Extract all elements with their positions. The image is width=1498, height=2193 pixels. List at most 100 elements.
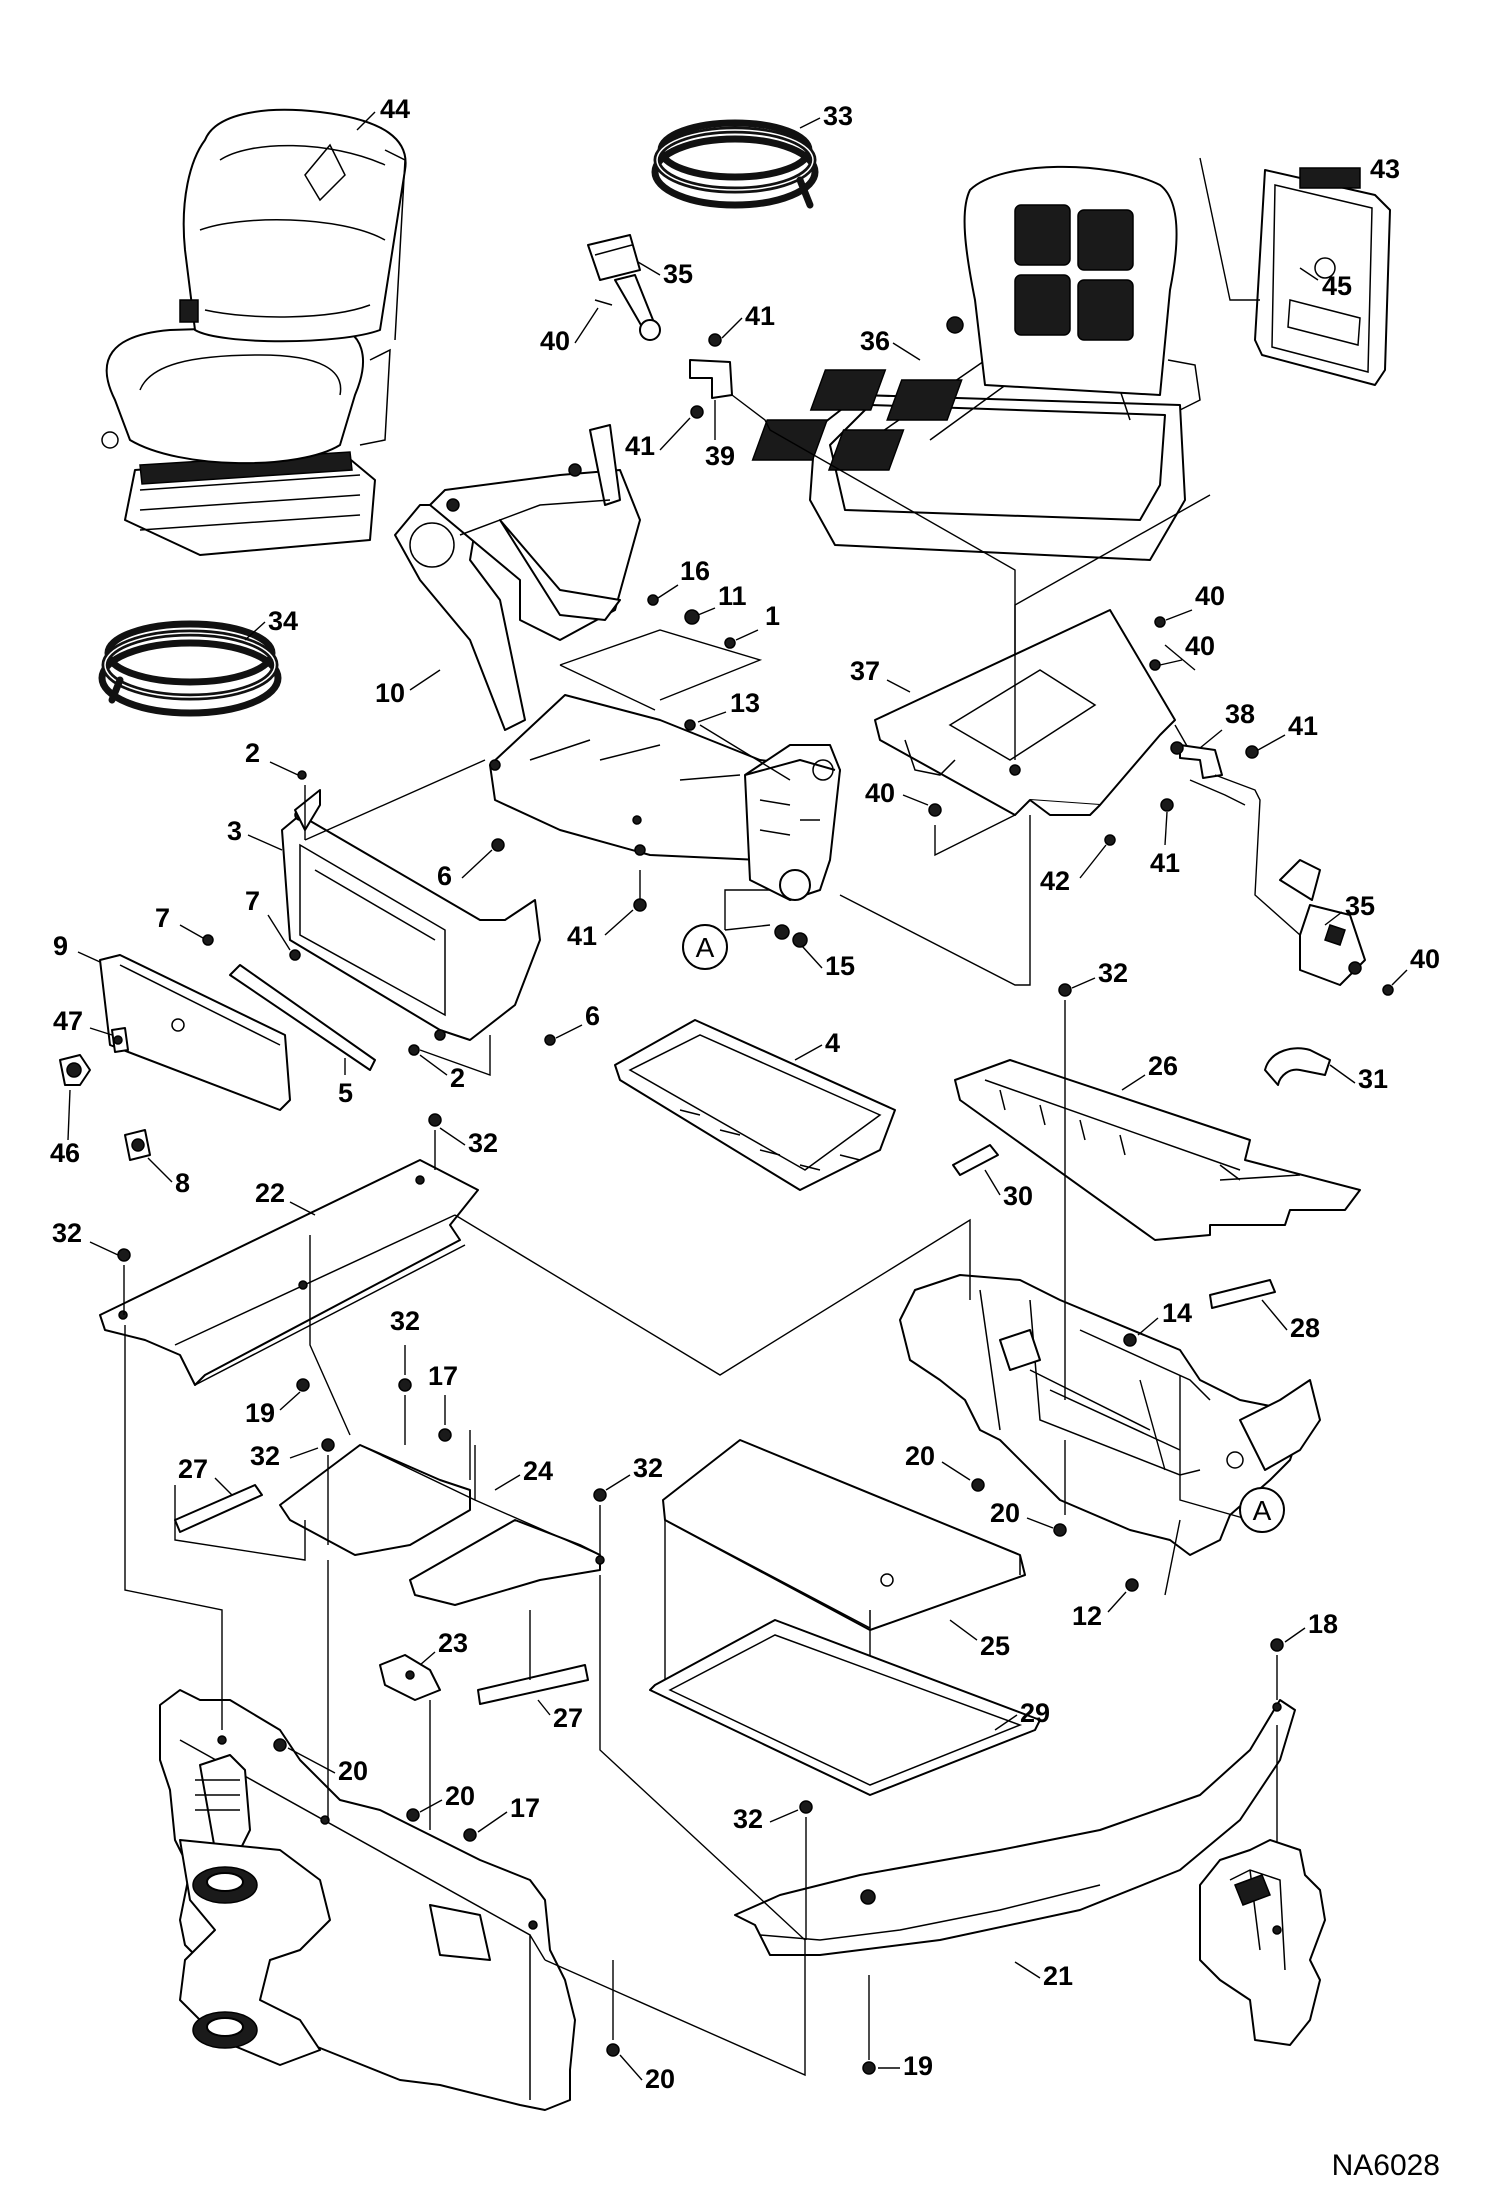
callout-42: 42 — [1040, 866, 1070, 896]
lower-frame — [159, 1689, 576, 2111]
leader-line — [359, 1444, 601, 1556]
callout-32-left-top: 32 — [468, 1128, 498, 1158]
plate-24a — [279, 1444, 471, 1556]
callout-12: 12 — [1072, 1601, 1102, 1631]
washer-16 — [647, 594, 659, 606]
callout-20-bottom: 20 — [645, 2064, 675, 2094]
callout-6-upper: 6 — [437, 861, 452, 891]
svg-text:A: A — [1253, 1495, 1272, 1526]
callout-33: 33 — [823, 101, 853, 131]
callout-30: 30 — [1003, 1181, 1033, 1211]
callout-47: 47 — [53, 1006, 83, 1036]
plate-23 — [379, 1654, 441, 1701]
callout-15: 15 — [825, 951, 855, 981]
bolt-32 — [117, 1248, 131, 1262]
callout-35-upper: 35 — [663, 259, 693, 289]
belt-bracket-39 — [689, 359, 733, 399]
bolt-32 — [398, 1378, 412, 1392]
callout-17-lower: 17 — [510, 1793, 540, 1823]
reference-marker-a-lower: A — [1239, 1487, 1285, 1533]
belt-bracket-38 — [1170, 741, 1223, 779]
callout-40-upper: 40 — [540, 326, 570, 356]
callout-22: 22 — [255, 1178, 285, 1208]
callout-7-right: 7 — [245, 886, 260, 916]
nut-6 — [491, 838, 505, 852]
leader-line — [124, 1325, 223, 1730]
callout-2-lower: 2 — [450, 1063, 465, 1093]
leader-line — [934, 814, 1016, 857]
seat-belt-35-upper — [587, 234, 661, 341]
callout-28: 28 — [1290, 1313, 1320, 1343]
rear-beam-21 — [734, 1699, 1296, 1956]
leader-line — [327, 1395, 601, 1555]
callout-39: 39 — [705, 441, 735, 471]
nut-17 — [463, 1828, 477, 1842]
panel-24 — [409, 1519, 605, 1606]
screw-7 — [202, 934, 214, 946]
callout-5: 5 — [338, 1078, 353, 1108]
bolt-32 — [593, 1488, 607, 1502]
callout-23: 23 — [438, 1628, 468, 1658]
standard-seat-36 — [751, 165, 1201, 561]
callout-20-right-lower: 20 — [990, 1498, 1020, 1528]
callout-27-upper: 27 — [178, 1454, 208, 1484]
strip-5 — [229, 964, 376, 1071]
leader-line — [1164, 1519, 1181, 1596]
bolt-32 — [1058, 983, 1072, 997]
nut-20 — [406, 1808, 420, 1822]
callout-31: 31 — [1358, 1064, 1388, 1094]
seat-pan-frame-10 — [394, 424, 641, 731]
callout-14: 14 — [1162, 1298, 1192, 1328]
seat-belt-35-lower — [1279, 859, 1394, 996]
nut-41 — [1160, 798, 1174, 812]
leader-line — [1014, 494, 1211, 760]
leader-line — [559, 629, 763, 711]
bolt-32 — [428, 1113, 442, 1127]
callout-3: 3 — [227, 816, 242, 846]
strip-27b — [477, 1610, 589, 1705]
callout-32-mid-right: 32 — [633, 1453, 663, 1483]
callout-40-lower: 40 — [1410, 944, 1440, 974]
hose-coil-34 — [98, 620, 282, 717]
washer-11 — [684, 609, 700, 625]
panel-22 — [99, 1159, 479, 1386]
callout-36: 36 — [860, 326, 890, 356]
callout-45: 45 — [1322, 271, 1352, 301]
callout-40-mid: 40 — [865, 778, 895, 808]
nut-20 — [273, 1738, 287, 1752]
nuts-15 — [774, 924, 808, 948]
callout-25: 25 — [980, 1631, 1010, 1661]
callout-24: 24 — [523, 1456, 553, 1486]
strip-30 — [952, 1144, 999, 1176]
bolt-2 — [408, 1044, 420, 1056]
latch-47 — [111, 1027, 129, 1053]
callout-32-left: 32 — [52, 1218, 82, 1248]
nut-20 — [1053, 1523, 1067, 1537]
callout-41-r2: 41 — [1150, 848, 1180, 878]
leader-line — [529, 1934, 546, 1961]
callout-4: 4 — [825, 1028, 840, 1058]
strip-28 — [1209, 1279, 1276, 1309]
callout-labels: 44 33 43 45 35 40 41 41 39 36 34 16 11 1… — [50, 94, 1440, 2094]
leader-line — [123, 1130, 436, 1315]
leader-line — [699, 724, 791, 781]
leader-line — [1189, 774, 1301, 936]
callout-41-lower: 41 — [567, 921, 597, 951]
nut-41 — [708, 333, 722, 347]
hose-coil-33 — [651, 119, 819, 209]
nut-17 — [438, 1428, 452, 1442]
suspension-seat-44 — [101, 108, 407, 556]
callout-35-lower: 35 — [1345, 891, 1375, 921]
callout-32-mid-left: 32 — [250, 1441, 280, 1471]
leader-line — [327, 1560, 806, 2077]
callout-41-r1: 41 — [1288, 711, 1318, 741]
cover-9 — [99, 954, 291, 1111]
leader-line — [1199, 157, 1260, 301]
callout-29: 29 — [1020, 1698, 1050, 1728]
callout-1: 1 — [765, 601, 780, 631]
callout-20-right-upper: 20 — [905, 1441, 935, 1471]
bolt-18 — [1270, 1638, 1284, 1652]
callout-34: 34 — [268, 606, 298, 636]
callout-19-lower: 19 — [903, 2051, 933, 2081]
